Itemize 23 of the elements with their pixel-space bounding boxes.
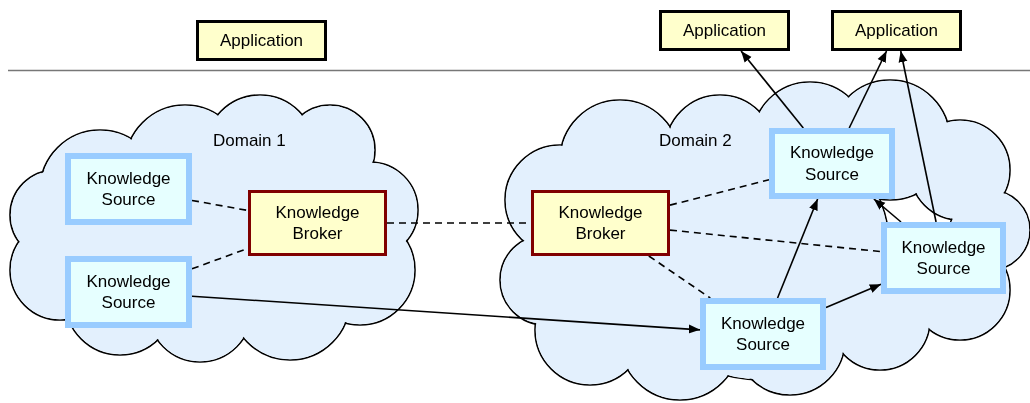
arrow [848,50,888,129]
source-box: Knowledge Source [65,256,192,328]
source-box: Knowledge Source [769,128,895,199]
broker-box: Knowledge Broker [531,190,670,256]
arrow [191,295,701,334]
domain-label: Domain 1 [213,130,286,152]
source-box: Knowledge Source [881,222,1006,294]
application-box: Application [659,10,790,51]
connector-line [669,229,882,253]
source-box: Knowledge Source [700,298,826,370]
broker-box: Knowledge Broker [248,190,387,256]
arrow [873,198,902,223]
application-box: Application [196,20,327,61]
arrow [825,283,882,309]
domain-label: Domain 2 [659,130,732,152]
connector-line [648,255,712,299]
application-box: Application [831,10,962,51]
arrow [776,198,819,299]
connector-line [191,199,249,212]
arrow [898,50,937,223]
connector-line [669,178,770,206]
source-box: Knowledge Source [65,153,192,225]
arrow [740,50,805,129]
